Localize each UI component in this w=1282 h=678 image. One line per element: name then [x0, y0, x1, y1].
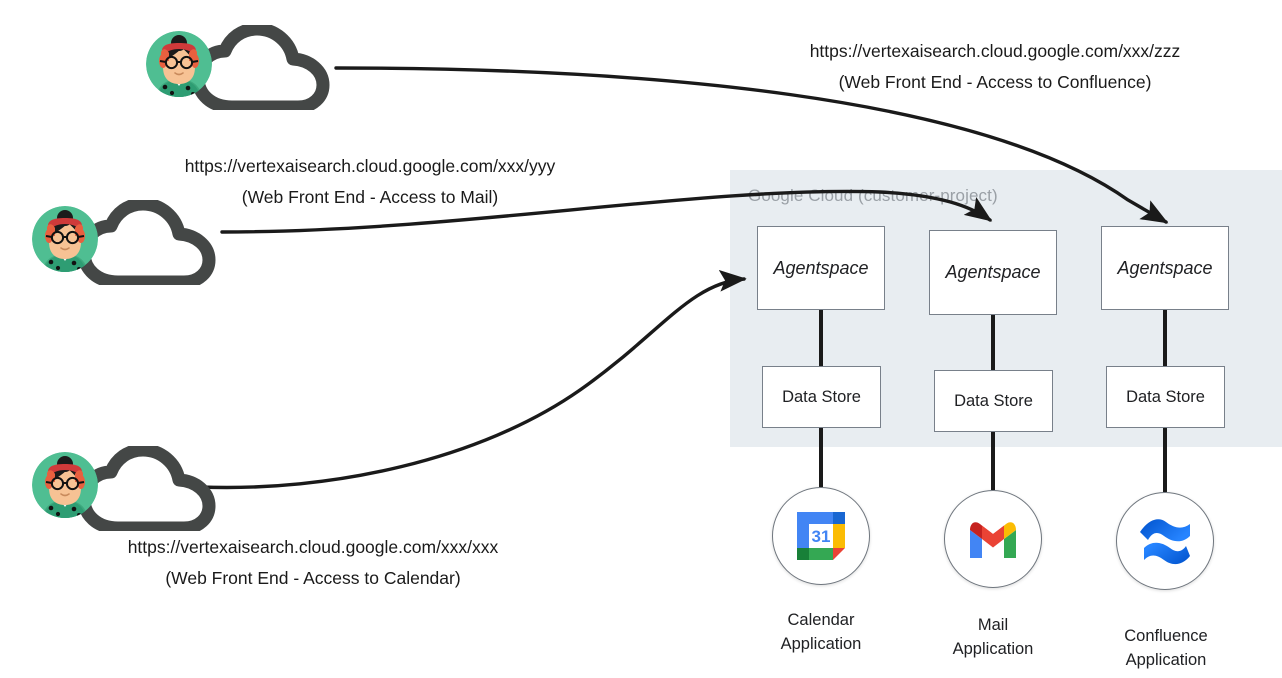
app-caption-line2: Application [780, 635, 862, 653]
gmail-icon [970, 522, 1016, 558]
app-node-mail[interactable] [944, 490, 1042, 588]
datastore-box-confluence[interactable]: Data Store [1106, 366, 1225, 428]
datastore-label: Data Store [782, 387, 861, 406]
app-caption-line2: Application [952, 640, 1034, 658]
app-node-calendar[interactable]: 31 [772, 487, 870, 585]
url-text-confluence: https://vertexaisearch.cloud.google.com/… [809, 41, 1181, 61]
confluence-icon [1140, 519, 1190, 565]
app-caption-line2: Application [1125, 651, 1207, 669]
agentspace-label: Agentspace [945, 262, 1041, 282]
user-calendar [32, 443, 227, 535]
cloud-icon [75, 197, 235, 290]
app-caption-calendar: Calendar Application [756, 608, 886, 656]
datastore-box-mail[interactable]: Data Store [934, 370, 1053, 432]
google-cloud-panel-label: Google Cloud (customer-project) [748, 186, 998, 205]
user-confluence [146, 22, 341, 114]
avatar [32, 452, 98, 518]
app-caption-mail: Mail Application [928, 613, 1058, 661]
avatar [146, 31, 212, 97]
url-label-confluence: https://vertexaisearch.cloud.google.com/… [800, 36, 1190, 98]
app-caption-line1: Mail [977, 616, 1009, 634]
datastore-label: Data Store [954, 391, 1033, 410]
url-text-mail: https://vertexaisearch.cloud.google.com/… [184, 156, 556, 176]
app-caption-confluence: Confluence Application [1100, 624, 1232, 672]
app-node-confluence[interactable] [1116, 492, 1214, 590]
url-desc-confluence: (Web Front End - Access to Confluence) [838, 72, 1152, 92]
edge-user-calendar [198, 269, 747, 490]
avatar [32, 206, 98, 272]
cloud-icon [189, 22, 349, 115]
agentspace-box-mail[interactable]: Agentspace [929, 230, 1057, 315]
cloud-icon [75, 443, 235, 536]
app-caption-line1: Confluence [1124, 627, 1208, 645]
url-desc-calendar: (Web Front End - Access to Calendar) [165, 568, 461, 588]
datastore-label: Data Store [1126, 387, 1205, 406]
app-caption-line1: Calendar [787, 611, 855, 629]
url-label-calendar: https://vertexaisearch.cloud.google.com/… [118, 532, 508, 594]
datastore-box-calendar[interactable]: Data Store [762, 366, 881, 428]
google-calendar-icon: 31 [797, 512, 845, 560]
agentspace-label: Agentspace [1117, 257, 1213, 278]
user-mail [32, 197, 227, 289]
agentspace-label: Agentspace [773, 257, 869, 278]
url-label-mail: https://vertexaisearch.cloud.google.com/… [180, 151, 560, 213]
agentspace-box-confluence[interactable]: Agentspace [1101, 226, 1229, 310]
url-text-calendar: https://vertexaisearch.cloud.google.com/… [127, 537, 499, 557]
url-desc-mail: (Web Front End - Access to Mail) [241, 187, 499, 207]
calendar-day-number: 31 [812, 527, 831, 546]
agentspace-box-calendar[interactable]: Agentspace [757, 226, 885, 310]
